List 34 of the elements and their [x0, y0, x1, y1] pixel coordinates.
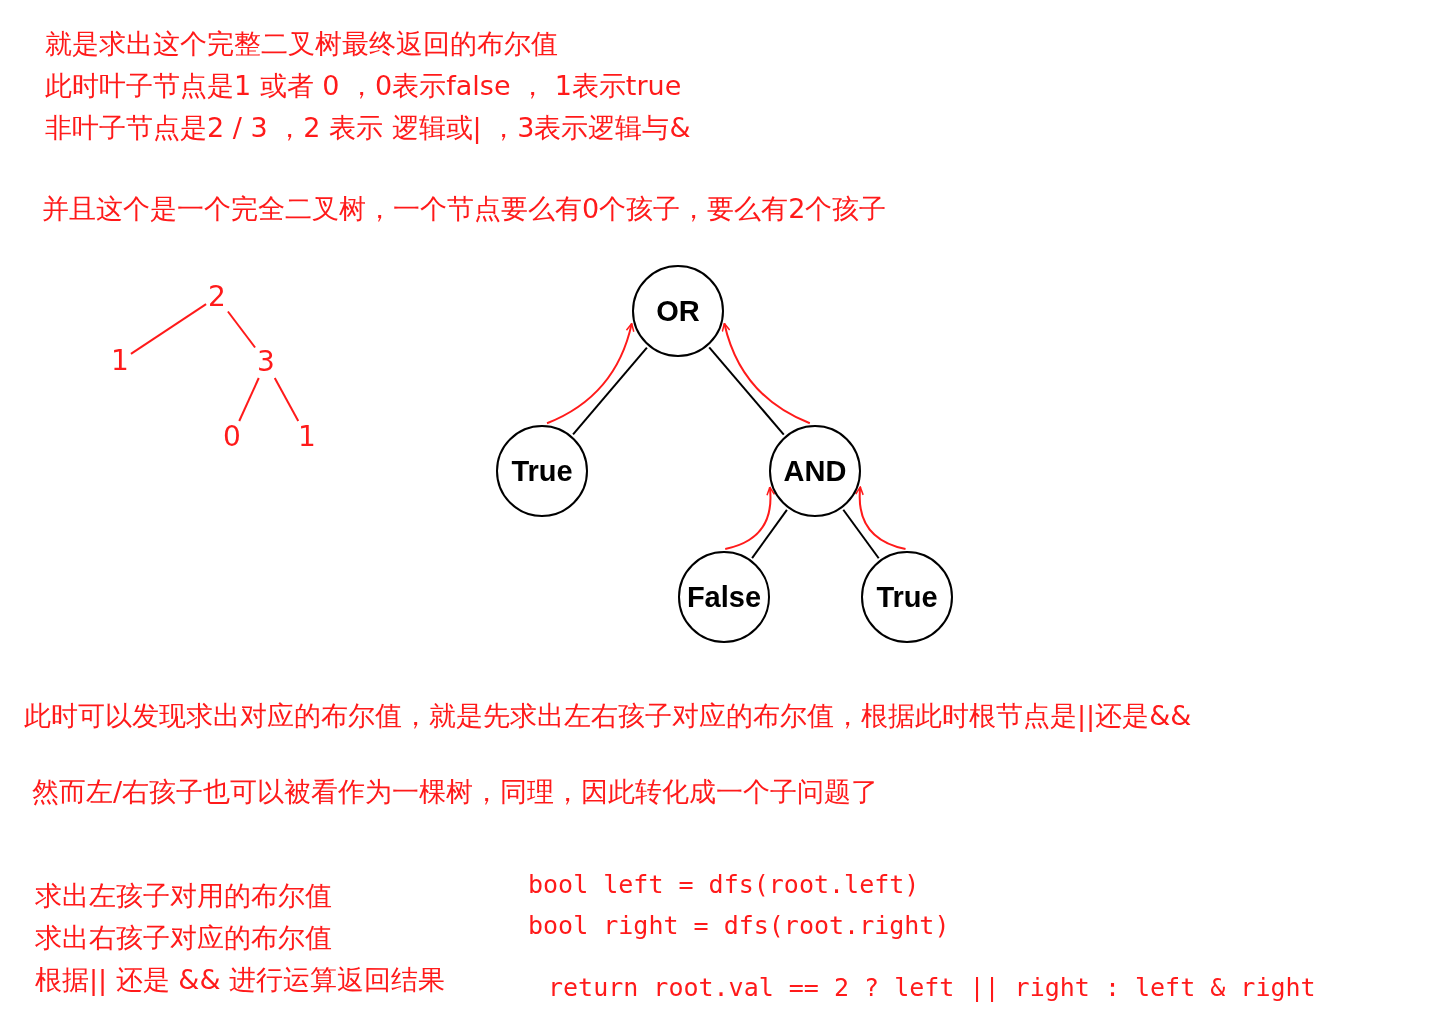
- node-value: 3: [255, 346, 277, 378]
- node-value: 2: [206, 281, 228, 313]
- note-text: 就是求出这个完整二叉树最终返回的布尔值: [45, 28, 558, 61]
- code-line: return root.val == 2 ? left || right : left & right: [548, 973, 1316, 1003]
- tree-edge: [842, 508, 880, 560]
- tree-edge: [273, 377, 300, 422]
- note-text: 然而左/右孩子也可以被看作为一棵树，同理，因此转化成一个子问题了: [32, 776, 879, 809]
- tree-edge: [708, 346, 785, 436]
- tree-node: AND: [769, 425, 861, 517]
- node-value: 1: [296, 421, 318, 453]
- tree-edge: [238, 377, 260, 422]
- tree-node: False: [678, 551, 770, 643]
- note-text: 求出左孩子对用的布尔值: [35, 880, 332, 913]
- tree-edge: [751, 508, 788, 560]
- tree-edge: [226, 310, 257, 349]
- tree-node: True: [496, 425, 588, 517]
- note-text: 此时可以发现求出对应的布尔值，就是先求出左右孩子对应的布尔值，根据此时根节点是||还是&&: [24, 700, 1192, 733]
- note-text: 并且这个是一个完全二叉树，一个节点要么有0个孩子，要么有2个孩子: [42, 193, 887, 226]
- note-text: 根据|| 还是 && 进行运算返回结果: [35, 964, 446, 997]
- note-text: 此时叶子节点是1 或者 0 ，0表示false ， 1表示true: [45, 70, 682, 103]
- note-text: 求出右孩子对应的布尔值: [35, 922, 332, 955]
- code-line: bool right = dfs(root.right): [528, 911, 950, 941]
- arrow: [546, 322, 635, 425]
- arrow: [721, 322, 811, 425]
- note-text: 非叶子节点是2 / 3 ，2 表示 逻辑或| ，3表示逻辑与&: [45, 112, 691, 145]
- arrow: [855, 486, 907, 550]
- tree-edge: [572, 346, 648, 436]
- node-value: 1: [109, 345, 131, 377]
- arrow: [724, 486, 775, 550]
- node-value: 0: [221, 421, 243, 453]
- tree-node: OR: [632, 265, 724, 357]
- code-line: bool left = dfs(root.left): [528, 870, 920, 900]
- tree-edge: [129, 303, 208, 355]
- tree-node: True: [861, 551, 953, 643]
